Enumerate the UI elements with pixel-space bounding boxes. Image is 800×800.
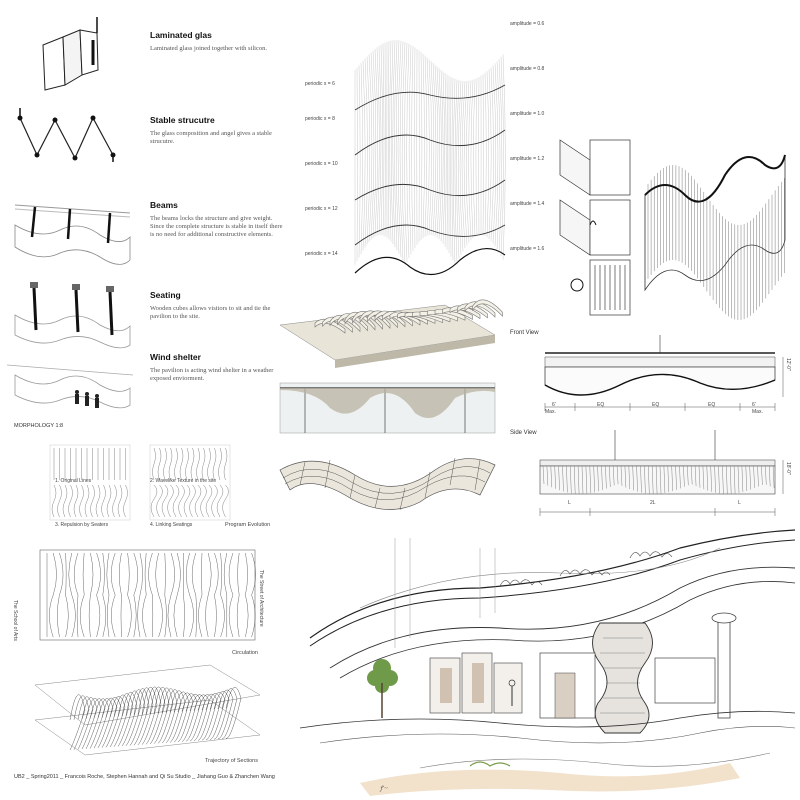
- svg-text:periodic x = 14: periodic x = 14: [305, 251, 338, 257]
- step-2-desc: The glass composition and angel gives a …: [150, 130, 272, 145]
- morph-label-c: 3. Repulsion by Seaters: [55, 522, 109, 528]
- wind-shelter-illustration: [6, 364, 134, 409]
- front-dim-2: EQ: [597, 402, 605, 408]
- morph-label-a: 1. Original Lines: [55, 478, 92, 484]
- side-dim-3: L: [738, 500, 741, 506]
- credits-line: UB2 _ Spring2011 _ Francois Roche, Steph…: [14, 774, 275, 780]
- pavilion-glass-render: [279, 382, 496, 434]
- program-evolution-diagrams: [49, 444, 231, 521]
- step-1-title: Laminated glas: [150, 30, 212, 40]
- morphology-heading: MORPHOLOGY 1:8: [14, 423, 63, 429]
- front-dim-3: EQ: [652, 402, 660, 408]
- step-4-title: Seating: [150, 290, 181, 300]
- wave-wall-drawing: periodic x = 6 periodic x = 8 periodic x …: [305, 21, 545, 276]
- side-view-label: Side View: [510, 430, 537, 436]
- side-view-drawing: [539, 430, 784, 516]
- curtain-wall-perspective: [644, 154, 786, 320]
- step-4-desc: Wooden cubes allows visitors to sit and …: [150, 305, 271, 320]
- morph-label-d: 4. Linking Seatings: [150, 522, 193, 528]
- side-dim-1: L: [568, 500, 571, 506]
- circulation-right-label: The Street of Architecture: [258, 570, 264, 627]
- canopy-ribs-render: [279, 299, 503, 368]
- step-5-title: Wind shelter: [150, 352, 201, 362]
- front-height-dim: 12'-0": [785, 358, 791, 371]
- morphology-scale: 1:8: [55, 423, 64, 429]
- trajectory-label: Trajectory of Sections: [205, 758, 258, 764]
- front-view-drawing: [544, 335, 784, 411]
- svg-text:periodic x = 6: periodic x = 6: [305, 81, 335, 87]
- step-5-desc: The pavilion is acting wind shelter in a…: [150, 367, 274, 382]
- laminated-glass-illustration: [42, 17, 99, 91]
- stable-structure-illustration: [17, 108, 116, 162]
- svg-text:ꝭ ~: ꝭ ~: [379, 785, 388, 792]
- circulation-plan: [39, 549, 256, 641]
- trajectory-sections-drawing: [34, 664, 261, 756]
- front-dim-4: EQ: [708, 402, 716, 408]
- glass-panel-detail: [559, 139, 631, 316]
- svg-text:amplitude = 1.4: amplitude = 1.4: [510, 201, 545, 207]
- step-3-title: Beams: [150, 200, 178, 210]
- svg-text:amplitude = 1.6: amplitude = 1.6: [510, 246, 545, 252]
- step-2-title: Stable strucutre: [150, 115, 215, 125]
- step-3-desc: The beams locks the structure and give w…: [150, 215, 283, 238]
- side-dim-2: 2L: [650, 500, 656, 506]
- front-view-label: Front View: [510, 330, 539, 336]
- svg-text:amplitude = 0.6: amplitude = 0.6: [510, 21, 545, 27]
- svg-text:amplitude = 0.8: amplitude = 0.8: [510, 66, 545, 72]
- svg-text:periodic x = 12: periodic x = 12: [305, 206, 338, 212]
- front-dim-1-max: Max.: [545, 409, 556, 415]
- surface-grid-render: [279, 457, 496, 511]
- front-dim-1: 6': [552, 402, 556, 408]
- beams-illustration: [14, 204, 131, 265]
- seating-illustration: [14, 282, 131, 349]
- svg-text:periodic x = 10: periodic x = 10: [305, 161, 338, 167]
- morphology-title: MORPHOLOGY: [14, 423, 54, 429]
- front-dim-5: 6': [752, 402, 756, 408]
- step-1-desc: Laminated glass joined together with sil…: [150, 45, 267, 52]
- circulation-label: Circulation: [232, 650, 258, 656]
- front-dim-5-max: Max.: [752, 409, 763, 415]
- svg-text:amplitude = 1.2: amplitude = 1.2: [510, 156, 545, 162]
- svg-text:periodic x = 8: periodic x = 8: [305, 116, 335, 122]
- circulation-left-label: The School of Arts: [12, 600, 18, 641]
- svg-text:amplitude = 1.0: amplitude = 1.0: [510, 111, 545, 117]
- interior-perspective-sketch: ꝭ ~: [299, 529, 796, 796]
- morph-label-b: 2. Wavelike Texture in the site: [150, 478, 217, 484]
- side-height-dim: 18'-0": [785, 462, 791, 475]
- program-evolution-label: Program Evolution: [225, 522, 271, 528]
